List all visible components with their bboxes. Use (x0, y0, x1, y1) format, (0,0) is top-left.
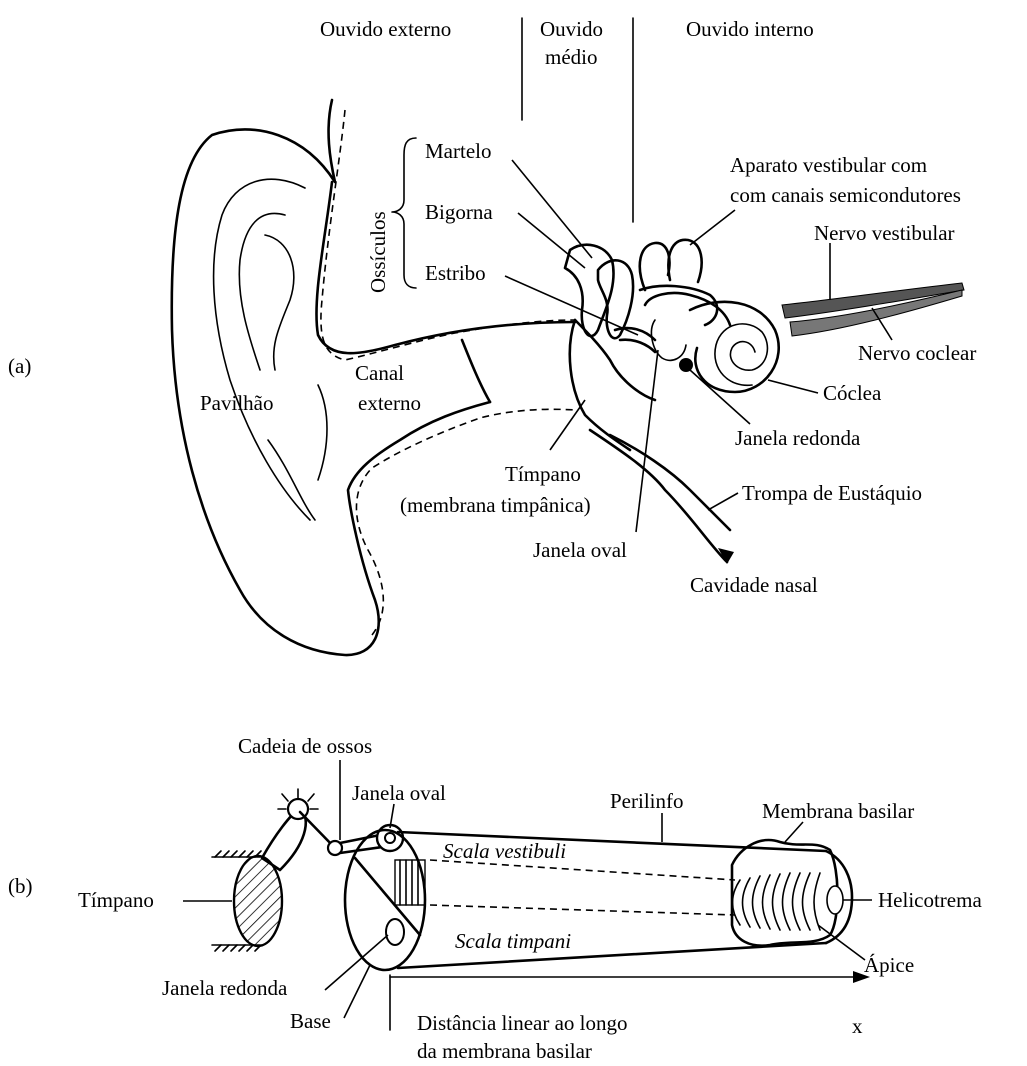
part-a: Ouvido externo Ouvido médio Ouvido inter… (8, 17, 976, 655)
concha-fold (265, 235, 294, 370)
leader-coclea (768, 380, 818, 393)
bigorna-label: Bigorna (425, 200, 493, 224)
distancia-label-2: da membrana basilar (417, 1039, 592, 1063)
leader-janela-redonda-b (325, 935, 388, 990)
helix-inner-fold (214, 179, 310, 520)
estribo-label: Estribo (425, 261, 486, 285)
leader-janela-redonda (690, 370, 750, 424)
basilar-stripes (400, 860, 418, 905)
canal-dashed-lower (356, 409, 575, 635)
round-window-b (386, 919, 404, 945)
cadeia-label: Cadeia de ossos (238, 734, 372, 758)
apice-label: Ápice (864, 953, 914, 977)
leader-trompa (708, 493, 738, 510)
pavilhao-label: Pavilhão (200, 391, 274, 415)
cavidade-nasal-label: Cavidade nasal (690, 573, 818, 597)
vestibular-label-1: Aparato vestibular com (730, 153, 927, 177)
antihelix-fold (239, 213, 285, 370)
leader-vestibular (690, 210, 735, 245)
region-middle-ear-label-1: Ouvido (540, 17, 603, 41)
janela-redonda-label-b: Janela redonda (162, 976, 288, 1000)
ossicles-group-label: Ossículos (366, 211, 390, 293)
janela-oval-label-b: Janela oval (352, 781, 446, 805)
part-a-label: (a) (8, 354, 31, 378)
region-outer-ear-label: Ouvido externo (320, 17, 451, 41)
janela-oval-label-a: Janela oval (533, 538, 627, 562)
leader-estribo (505, 276, 638, 335)
stapes-footplate-inner (385, 833, 395, 843)
vestibular-label-2: com canais semicondutores (730, 183, 961, 207)
part-b-label: (b) (8, 874, 33, 898)
leader-timpano (550, 400, 585, 450)
ossicles-bracket (392, 138, 416, 288)
janela-redonda-label-a: Janela redonda (735, 426, 861, 450)
timpano-label-b: Tímpano (78, 888, 154, 912)
partition-lower-dashed (430, 905, 735, 915)
part-b: Cadeia de ossos Janela oval Perilinfo Me… (8, 734, 982, 1063)
canal-label-1: Canal (355, 361, 404, 385)
martelo-label: Martelo (425, 139, 491, 163)
cochlea-spiral (715, 324, 768, 385)
basilar-membrane-apex (732, 840, 838, 946)
region-middle-ear-label-2: médio (545, 45, 598, 69)
timpano-label-a-1: Tímpano (505, 462, 581, 486)
leader-bigorna (518, 213, 585, 268)
region-inner-ear-label: Ouvido interno (686, 17, 814, 41)
scala-timpani-label: Scala timpani (455, 929, 571, 953)
cochlea-outer (690, 302, 779, 392)
distancia-label-1: Distância linear ao longo (417, 1011, 628, 1035)
scala-vestibuli-label: Scala vestibuli (443, 839, 566, 863)
semicircular-canal-2 (668, 240, 701, 282)
leader-janela-oval (636, 350, 658, 532)
incus-shape (598, 260, 633, 338)
nervo-vestibular-label: Nervo vestibular (814, 221, 955, 245)
membrana-basilar-label: Membrana basilar (762, 799, 914, 823)
semicircular-canal-3 (640, 286, 717, 325)
base-label: Base (290, 1009, 331, 1033)
basilar-membrane-arcs (733, 873, 821, 930)
vestibule-oval-area (651, 320, 686, 360)
helicotrema-hole (827, 886, 843, 914)
leader-martelo (512, 160, 592, 258)
eardrum-b (234, 856, 282, 946)
partition-upper-dashed (430, 860, 735, 880)
helicotrema-label: Helicotrema (878, 888, 982, 912)
middle-ear-cavity (462, 320, 655, 402)
leader-membrana-basilar (785, 822, 803, 842)
tragus-fold (318, 385, 327, 480)
leader-base (344, 965, 370, 1018)
semicircular-canal-1 (640, 243, 670, 290)
trompa-label: Trompa de Eustáquio (742, 481, 922, 505)
axis-x-label: x (852, 1014, 863, 1038)
perilinfo-label: Perilinfo (610, 789, 684, 813)
timpano-label-a-2: (membrana timpânica) (400, 493, 591, 517)
coclea-label: Cóclea (823, 381, 882, 405)
canal-label-2: externo (358, 391, 421, 415)
lobe-fold (268, 440, 315, 520)
nervo-coclear-label: Nervo coclear (858, 341, 976, 365)
